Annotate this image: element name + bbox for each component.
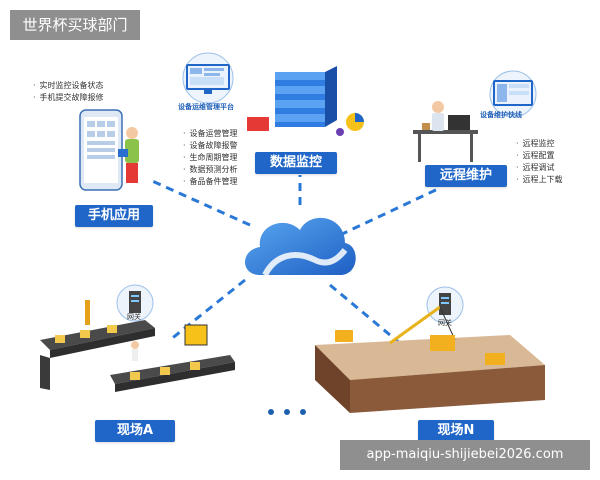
remote-platform-icon bbox=[489, 70, 537, 118]
mobile-label: 手机应用 bbox=[75, 205, 153, 227]
mobile-bullets: 实时监控设备状态 手机提交故障报修 bbox=[33, 80, 133, 104]
site-n-gateway-label: 网关 bbox=[438, 319, 452, 327]
server-stack-icon bbox=[247, 66, 364, 136]
remote-operator-illustration bbox=[413, 101, 478, 162]
monitor-label: 数据监控 bbox=[255, 152, 337, 174]
remote-bullet: 远程监控 bbox=[516, 138, 586, 150]
remote-bullet: 远程调试 bbox=[516, 162, 586, 174]
cloud-icon bbox=[245, 217, 356, 277]
remote-label: 远程维护 bbox=[425, 165, 507, 187]
monitor-bullet: 生命周期管理 bbox=[183, 152, 263, 164]
monitor-platform-icon bbox=[182, 52, 234, 104]
line-remote bbox=[339, 186, 441, 237]
site-n-mining-illustration bbox=[315, 305, 545, 413]
site-a-label: 现场A bbox=[95, 420, 175, 442]
site-a-gateway-label: 网关 bbox=[127, 313, 141, 321]
header-badge: 世界杯买球部门 bbox=[10, 10, 140, 40]
remote-screen-caption: 设备维护快线 bbox=[480, 111, 522, 119]
monitor-bullet: 数据预测分析 bbox=[183, 164, 263, 176]
more-sites-ellipsis bbox=[268, 400, 328, 415]
gateway-icon bbox=[116, 284, 154, 322]
mobile-bullet: 实时监控设备状态 bbox=[33, 80, 133, 92]
remote-bullet: 远程上下载 bbox=[516, 174, 586, 186]
monitor-bullet: 设备故障报警 bbox=[183, 140, 263, 152]
monitor-bullets: 设备运营管理 设备故障报警 生命周期管理 数据预测分析 备品备件管理 bbox=[183, 128, 263, 188]
remote-bullets: 远程监控 远程配置 远程调试 远程上下载 bbox=[516, 138, 586, 186]
line-site-n bbox=[329, 283, 421, 362]
watermark-url: app-maiqiu-shijiebei2026.com bbox=[340, 440, 590, 470]
mobile-illustration bbox=[79, 109, 139, 191]
monitor-bullet: 备品备件管理 bbox=[183, 176, 263, 188]
mobile-bullet: 手机提交故障报修 bbox=[33, 92, 133, 104]
gateway-icon bbox=[426, 286, 464, 324]
line-site-a bbox=[169, 278, 246, 342]
monitor-bullet: 设备运营管理 bbox=[183, 128, 263, 140]
site-n-label: 现场N bbox=[418, 420, 494, 442]
line-mobile bbox=[149, 178, 251, 227]
site-a-conveyor-illustration bbox=[40, 300, 235, 392]
remote-bullet: 远程配置 bbox=[516, 150, 586, 162]
monitor-screen-caption: 设备运维管理平台 bbox=[178, 103, 234, 111]
